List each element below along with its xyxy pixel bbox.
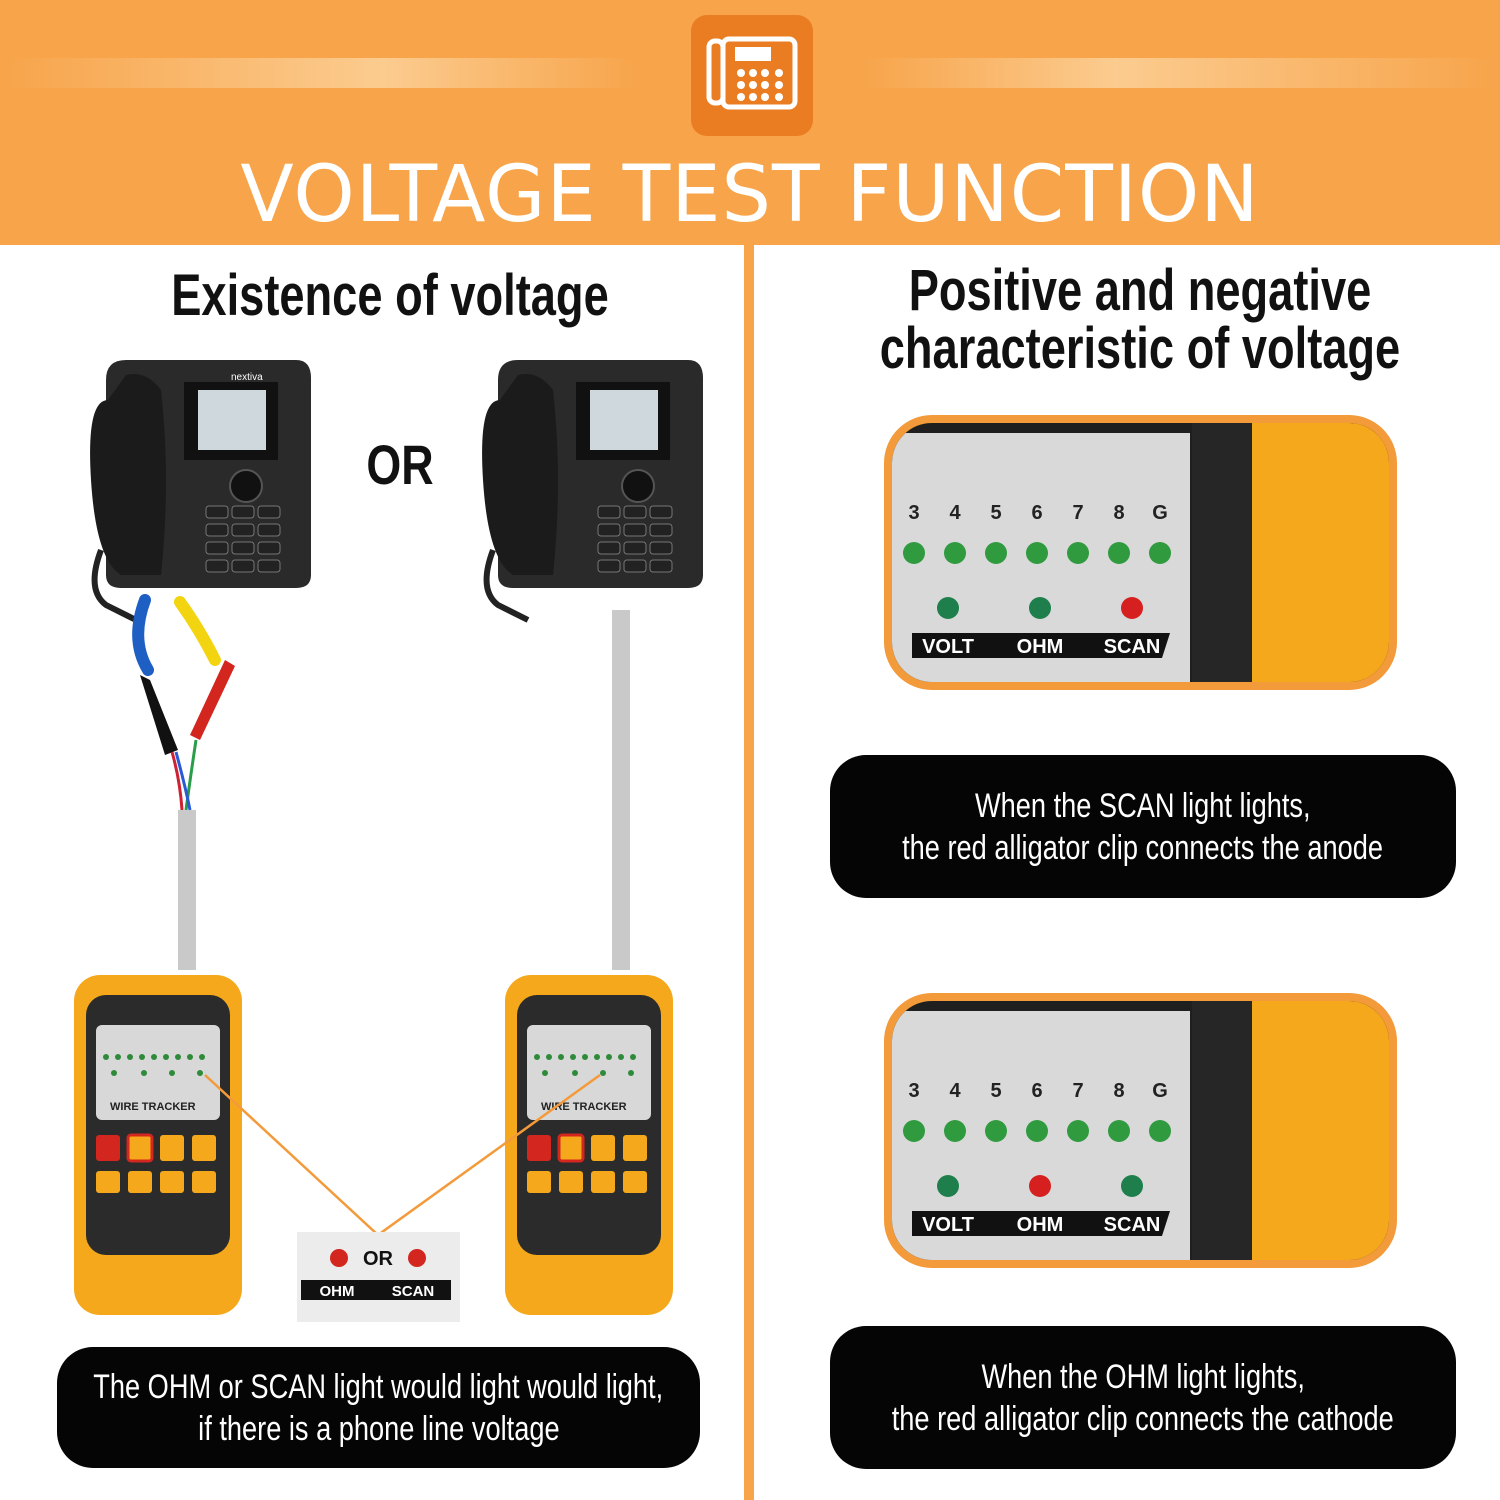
left-caption-line1: The OHM or SCAN light would light would … bbox=[93, 1367, 664, 1406]
panel1-num-3: 3 bbox=[908, 502, 919, 524]
desk-phone-icon bbox=[691, 15, 813, 136]
panel2-scan-label: SCAN bbox=[1104, 1214, 1161, 1236]
phone-brand: nextiva bbox=[231, 372, 263, 383]
wire-tracker-right: WIRE TRACKER bbox=[505, 975, 673, 1315]
ohm-scan-inset: OR OHM SCAN bbox=[297, 1232, 460, 1322]
tracker-title: WIRE TRACKER bbox=[110, 1101, 196, 1113]
panel1-num-4: 4 bbox=[949, 502, 961, 524]
inset-ohm-label: OHM bbox=[320, 1283, 355, 1300]
header-glow-left bbox=[0, 58, 640, 88]
panel1-num-5: 5 bbox=[990, 502, 1001, 524]
left-heading: Existence of voltage bbox=[171, 263, 609, 328]
tracker-title-2: WIRE TRACKER bbox=[541, 1101, 627, 1113]
panel2-num-8: 8 bbox=[1113, 1080, 1124, 1102]
left-caption: The OHM or SCAN light would light would … bbox=[57, 1347, 700, 1468]
panel2-num-7: 7 bbox=[1072, 1080, 1083, 1102]
panel2-ohm-label: OHM bbox=[1017, 1214, 1064, 1236]
right-caption-2-line2: the red alligator clip connects the cath… bbox=[892, 1399, 1395, 1438]
right-heading-line1: Positive and negative bbox=[908, 258, 1372, 323]
right-caption-2: When the OHM light lights, the red allig… bbox=[830, 1326, 1456, 1469]
page-title: VOLTAGE TEST FUNCTION bbox=[240, 150, 1260, 240]
left-diagram: nextiva bbox=[74, 360, 703, 1315]
panel2-num-6: 6 bbox=[1031, 1080, 1042, 1102]
inset-or-label: OR bbox=[363, 1248, 394, 1270]
led-panel-ohm-lit: 3 4 5 6 7 8 G VOLT OHM SCAN bbox=[884, 993, 1397, 1268]
panel2-num-3: 3 bbox=[908, 1080, 919, 1102]
led-panel-scan-lit: 3 4 5 6 7 8 G VOLT OHM SCAN bbox=[884, 415, 1397, 690]
panel1-scan-label: SCAN bbox=[1104, 636, 1161, 658]
panel1-volt-label: VOLT bbox=[922, 636, 974, 658]
or-label: OR bbox=[366, 433, 434, 496]
panel2-num-g: G bbox=[1152, 1080, 1168, 1102]
header-band: VOLTAGE TEST FUNCTION bbox=[0, 0, 1500, 245]
wire-tracker-left: WIRE TRACKER bbox=[74, 975, 242, 1315]
panel1-num-g: G bbox=[1152, 502, 1168, 524]
inset-scan-label: SCAN bbox=[392, 1283, 435, 1300]
panel2-num-5: 5 bbox=[990, 1080, 1001, 1102]
panel1-num-6: 6 bbox=[1031, 502, 1042, 524]
desk-phone-left: nextiva bbox=[90, 360, 311, 623]
right-caption-1-line2: the red alligator clip connects the anod… bbox=[902, 828, 1384, 867]
panel2-num-4: 4 bbox=[949, 1080, 961, 1102]
right-caption-2-line1: When the OHM light lights, bbox=[981, 1357, 1305, 1396]
right-caption-1: When the SCAN light lights, the red alli… bbox=[830, 755, 1456, 898]
header-glow-right bbox=[860, 58, 1500, 88]
left-caption-line2: if there is a phone line voltage bbox=[197, 1409, 560, 1448]
right-heading-line2: characteristic of voltage bbox=[879, 316, 1401, 381]
right-heading: Positive and negative characteristic of … bbox=[867, 262, 1413, 378]
panel1-num-8: 8 bbox=[1113, 502, 1124, 524]
right-caption-1-line1: When the SCAN light lights, bbox=[975, 786, 1311, 825]
center-divider bbox=[744, 245, 754, 1500]
panel1-num-7: 7 bbox=[1072, 502, 1083, 524]
panel2-volt-label: VOLT bbox=[922, 1214, 974, 1236]
panel1-ohm-label: OHM bbox=[1017, 636, 1064, 658]
desk-phone-right bbox=[482, 360, 703, 623]
